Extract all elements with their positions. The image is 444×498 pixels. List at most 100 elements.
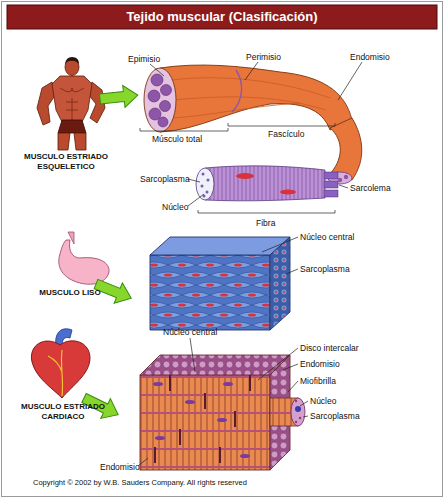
fiber-section <box>338 178 342 182</box>
leader-line <box>188 179 200 182</box>
myofibril-dot <box>202 173 205 176</box>
myofibril <box>324 190 338 197</box>
cardiac-nucleus <box>153 382 163 386</box>
myofibril-dot <box>207 179 210 182</box>
cardiac-nuclei <box>153 382 250 458</box>
stomach <box>59 240 109 284</box>
part-label: Disco intercalar <box>300 343 359 353</box>
fiber-nucleus <box>236 173 254 179</box>
leader-lines <box>140 62 362 213</box>
part-label: Sarcoplasma <box>140 174 190 184</box>
muscle-fiber <box>205 166 325 201</box>
fascicle-section <box>149 108 161 120</box>
part-label: Núcleo <box>310 396 336 406</box>
category-label: MUSCULO ESTRIADO CARDIACO <box>4 402 122 422</box>
category-label: MUSCULO LISO <box>18 288 122 298</box>
part-label: Endomisio <box>350 52 390 62</box>
part-label: Miofibrilla <box>300 376 336 386</box>
category-label: MUSCULO ESTRIADO ESQUELETICO <box>8 152 124 172</box>
leader-line <box>188 194 204 206</box>
bracket <box>140 128 228 131</box>
bracket <box>228 123 335 126</box>
leader-lines <box>138 338 308 466</box>
part-label: Fascículo <box>268 129 304 139</box>
leader-line <box>190 338 195 372</box>
fiber-nucleus <box>280 189 296 194</box>
part-label: Sarcolema <box>350 183 391 193</box>
cardiac-block-front <box>140 375 270 470</box>
leader-line <box>338 62 362 100</box>
part-label: Endomisio <box>100 462 140 472</box>
myofibrils <box>324 172 338 197</box>
part-label: Epimisio <box>128 54 160 64</box>
smooth-block-front <box>150 255 270 330</box>
cardiac-nucleus <box>185 400 195 404</box>
part-label: Perimisio <box>246 52 281 62</box>
fiber-nucleus <box>295 406 301 412</box>
fiber-cut-face <box>291 398 305 426</box>
fascicle-section <box>151 74 163 86</box>
leader-line <box>283 364 298 370</box>
cardiac-nucleus <box>155 436 165 440</box>
part-label: Núcleo central <box>300 232 354 242</box>
myofibril-dots <box>295 400 301 423</box>
leader-line <box>288 381 298 392</box>
copyright-note: Copyright © 2002 by W.B. Sauders Company… <box>33 478 247 488</box>
figure-muscle-lines <box>60 88 84 120</box>
part-label: Sarcoplasma <box>300 264 350 274</box>
part-label: Fibra <box>256 218 275 228</box>
cardiac-nucleus <box>217 418 227 422</box>
part-label: Endomisio <box>300 359 340 369</box>
fiber-section <box>344 175 348 179</box>
myofibril-dot <box>299 417 301 419</box>
leader-line <box>245 62 258 80</box>
fascicle-section <box>160 101 171 112</box>
bracket <box>198 210 335 213</box>
cardiac-nucleus <box>223 382 233 386</box>
muscle-bundle <box>160 65 352 132</box>
cardiac-nucleus <box>240 454 250 458</box>
fascicle-section <box>148 90 160 102</box>
leader-line <box>300 401 308 406</box>
leader-line <box>262 237 298 252</box>
fascicle-sections <box>148 74 172 127</box>
myofibril-dot <box>295 421 297 423</box>
myofibril <box>324 172 338 179</box>
part-label: Sarcoplasma <box>310 411 360 421</box>
figure-legs <box>58 133 86 150</box>
bundle-stripes <box>172 78 330 118</box>
figure-torso <box>52 76 92 122</box>
fascicle-section <box>161 85 172 96</box>
smooth-block-side <box>270 237 290 330</box>
figure-hair <box>65 57 79 64</box>
part-label: Núcleo central <box>163 327 217 337</box>
heart <box>31 341 90 398</box>
bundle-cut-face <box>144 68 176 132</box>
part-label: Núcleo <box>162 202 188 212</box>
perimysium-line <box>232 70 242 112</box>
title-text: Tejido muscular (Clasificación) <box>7 5 437 29</box>
figure-shorts <box>58 120 86 133</box>
part-label: Músculo total <box>152 134 202 144</box>
intercalated-discs <box>155 375 250 463</box>
fascicle-tube <box>328 118 362 180</box>
leader-line <box>258 348 298 380</box>
myofibril-dot <box>295 400 297 402</box>
myofibril-dot <box>201 185 204 188</box>
smooth-block-top <box>150 237 290 255</box>
leader-line <box>303 416 308 417</box>
pointer-arrow <box>99 84 139 110</box>
leader-line <box>339 185 348 188</box>
leader-line <box>150 64 164 76</box>
myofibril-dots <box>201 173 210 198</box>
fiber-cut-face <box>196 168 214 200</box>
myofibril <box>324 181 338 188</box>
myofibril-dot <box>206 191 209 194</box>
fascicle-section <box>158 117 168 127</box>
heart-vessel <box>48 350 63 396</box>
title-banner <box>7 5 437 29</box>
leader-lines <box>262 237 298 274</box>
